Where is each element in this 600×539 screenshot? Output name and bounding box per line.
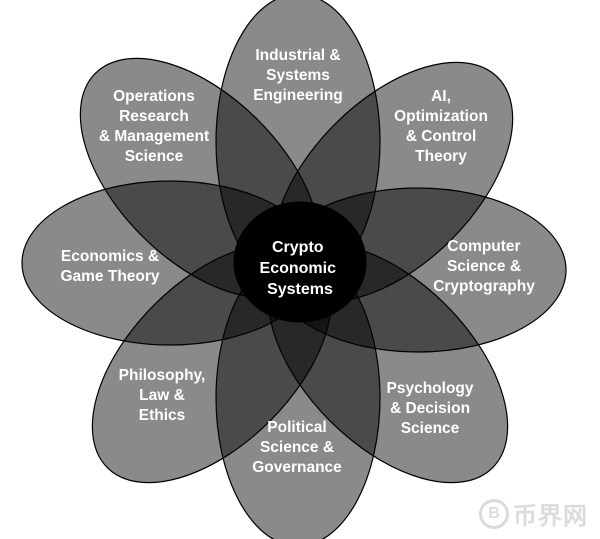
petal-label-economics: Economics & Game Theory <box>60 248 159 285</box>
petal-label-line: Game Theory <box>60 268 159 285</box>
bitcoin-icon: B <box>479 498 509 529</box>
petal-label-philosophy: Philosophy, Law & Ethics <box>119 367 206 424</box>
petal-label-line: & Management <box>99 128 209 145</box>
petal-label-line: AI, <box>431 88 451 105</box>
petal-label-line: Computer <box>447 238 520 255</box>
petal-label-line: Systems <box>266 67 330 84</box>
petal-label-line: Industrial & <box>255 47 340 64</box>
petal-label-line: Science <box>401 420 460 437</box>
petal-label-line: Economics & <box>61 248 159 265</box>
core-layer: Crypto Economic Systems <box>233 201 367 323</box>
center-label: Crypto Economic Systems <box>260 239 341 298</box>
center-label-line: Crypto <box>272 239 324 256</box>
center-label-line: Economic <box>260 260 337 277</box>
watermark-text: 币界网 <box>513 503 588 530</box>
petal-label-line: Cryptography <box>433 278 535 295</box>
petal-label-line: Research <box>119 108 189 125</box>
petal-label-line: Science & <box>260 439 334 456</box>
petal-label-line: Governance <box>252 459 342 476</box>
petal-label-line: Ethics <box>139 407 186 424</box>
petal-label-line: & Control <box>406 128 477 145</box>
petal-label-line: Theory <box>415 148 467 165</box>
petal-label-line: & Decision <box>390 400 470 417</box>
petal-label-line: Engineering <box>253 87 343 104</box>
petal-label-line: Optimization <box>394 108 488 125</box>
petal-label-line: Political <box>267 419 326 436</box>
petal-label-line: Science & <box>447 258 521 275</box>
petal-label-line: Philosophy, <box>119 367 206 384</box>
center-label-line: Systems <box>267 281 333 298</box>
petal-label-line: Science <box>125 148 184 165</box>
center-core <box>233 201 367 323</box>
petal-label-line: Law & <box>139 387 185 404</box>
petal-label-line: Operations <box>113 88 195 105</box>
watermark: B 币界网 <box>479 496 588 531</box>
petal-label-line: Psychology <box>387 380 474 397</box>
